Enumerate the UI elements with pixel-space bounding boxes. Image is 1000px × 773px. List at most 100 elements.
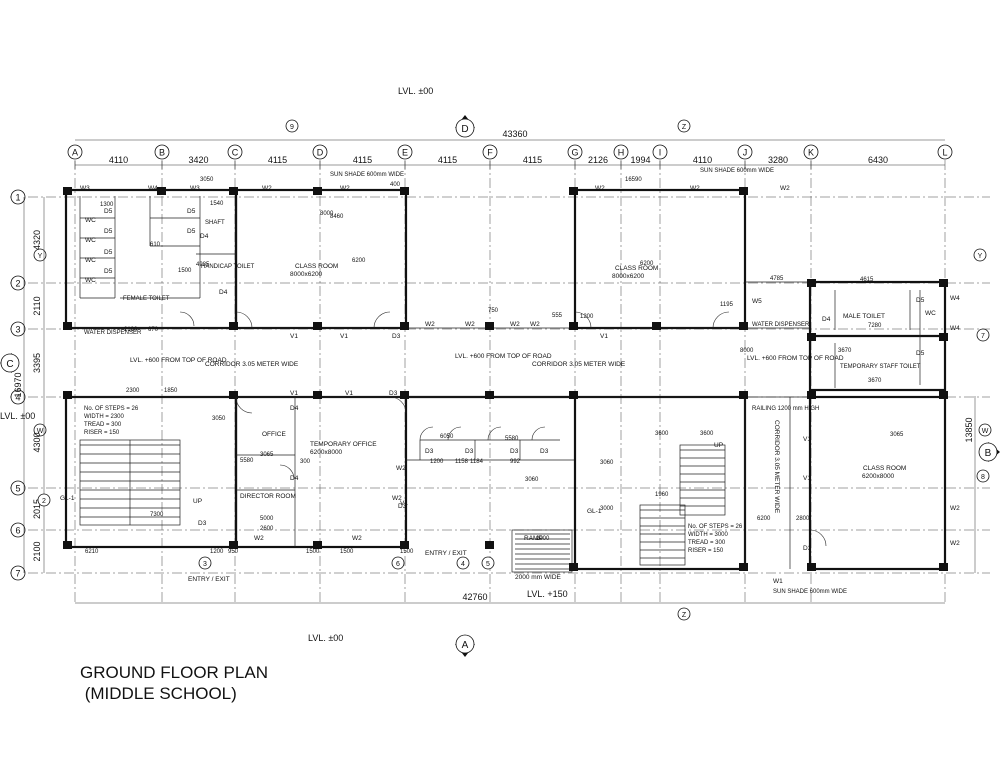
water-dispenser-right: WATER DISPENSER [752,322,810,328]
opening-tag-36: D3 [540,448,549,455]
svg-text:V1: V1 [600,333,608,340]
row-bubble-5: 5 [10,480,26,496]
opening-tag-41: D4 [290,475,299,482]
svg-text:W2: W2 [262,185,272,192]
opening-tag-26: V1 [600,333,608,340]
column-10 [400,322,409,330]
row-bubble-7: 7 [10,565,26,581]
opening-tag-23: V1 [340,333,348,340]
grid-label-I: I [659,148,662,158]
left-stair-tread: TREAD = 300 [84,422,122,428]
section-mark-bottom-small-1: 3 [198,556,212,570]
axis-marker-1: Y [973,248,987,262]
opening-tag-51: D5 [916,350,925,357]
svg-text:V1: V1 [803,475,811,482]
opening-tag-55: WC [85,277,96,284]
svg-text:W2: W2 [396,465,406,472]
column-14 [739,322,748,330]
classroom-3-name: CLASS ROOM [863,465,906,472]
classroom-2-size: 8000x6200 [612,273,645,280]
opening-tag-20: W5 [752,298,762,305]
svg-text:V1: V1 [340,333,348,340]
misc-dim-23: 555 [552,313,563,319]
row-bubble-3: 3 [10,321,26,337]
opening-tag-57: GL-1 [60,495,75,502]
misc-dim-24: 400 [390,182,401,188]
misc-dim-50: 3050 [212,416,226,422]
opening-tag-50: D5 [916,297,925,304]
ramp-width: 2000 mm WIDE [515,574,562,581]
svg-text:WC: WC [925,310,936,317]
sunshade-label-3: SUN SHADE 600mm WIDE [773,589,847,595]
svg-text:8: 8 [981,474,985,481]
walls [64,188,947,573]
svg-text:W2: W2 [254,535,264,542]
misc-dim-46: 3600 [700,431,714,437]
misc-dim-49: 8000 [740,348,754,354]
opening-tag-4: W2 [690,185,700,192]
opening-tag-49: D5 [187,228,196,235]
right-stair-steps: No. OF STEPS = 26 [688,524,743,530]
svg-text:WC: WC [85,257,96,264]
column-33 [807,563,816,571]
svg-text:WC: WC [85,237,96,244]
misc-dim-44: 3060 [525,477,539,483]
opening-tag-3: W2 [595,185,605,192]
column-18 [229,391,238,399]
opening-tag-43: D4 [822,316,831,323]
misc-dim-10: 1500 [178,268,192,274]
column-12 [569,322,578,330]
opening-tag-25: V1 [345,390,353,397]
ramp-level: LVL. +150 [527,589,568,599]
svg-text:V1: V1 [345,390,353,397]
misc-dim-52: 1200 [580,314,594,320]
classroom-2-name: CLASS ROOM [615,265,658,272]
misc-dim-28: 1500 [306,549,320,555]
column-21 [485,391,494,399]
opening-tag-16: W2 [950,505,960,512]
opening-tag-35: D3 [510,448,519,455]
top-span-dim-2: 4115 [268,155,287,165]
svg-text:D5: D5 [916,350,925,357]
section-mark-right-small: 7 [976,328,990,342]
svg-text:Z: Z [682,612,687,619]
misc-dim-40: 6050 [440,434,454,440]
svg-text:D3: D3 [198,520,207,527]
misc-dim-36: 4785 [770,276,784,282]
staff-toilet-label: TEMPORARY STAFF TOILET [840,364,921,370]
temporary-office-name: TEMPORARY OFFICE [310,441,377,448]
column-5 [569,187,578,195]
misc-dim-39: 8460 [330,214,344,220]
opening-tag-29: V1 [400,500,408,507]
opening-tag-48: D5 [187,208,196,215]
overall-dim-bottom: 42760 [462,592,487,602]
column-9 [313,322,322,330]
temporary-office-size: 6200x8000 [310,449,343,456]
svg-text:D5: D5 [104,228,113,235]
misc-dim-35: 3670 [838,348,852,354]
svg-text:D3: D3 [389,390,398,397]
row-label-6: 6 [15,526,20,536]
row-label-5: 5 [15,484,20,494]
column-30 [485,541,494,549]
misc-dim-14: 2000 [536,536,550,542]
opening-tag-21: W1 [773,578,783,585]
misc-dim-1: 6200 [352,258,366,264]
director-room-label: DIRECTOR ROOM [240,493,296,500]
entry-middle: ENTRY / EXIT [425,550,467,557]
corridor-label-vertical: CORRIDOR 3.05 METER WIDE [773,420,780,514]
overall-dim-top: 43360 [502,129,527,139]
misc-dim-13: 7300 [150,512,164,518]
svg-text:W: W [37,428,44,435]
svg-text:D4: D4 [290,475,299,482]
opening-tag-10: W2 [510,321,520,328]
misc-dim-5: 5000 [260,516,274,522]
misc-dim-12: 1300 [100,202,114,208]
misc-dim-31: 670 [148,327,159,333]
opening-tag-17: W2 [950,540,960,547]
grid-bubble-H: H [613,144,629,160]
svg-text:D4: D4 [219,289,228,296]
sunshade-label-1: SUN SHADE 600mm WIDE [330,172,404,178]
